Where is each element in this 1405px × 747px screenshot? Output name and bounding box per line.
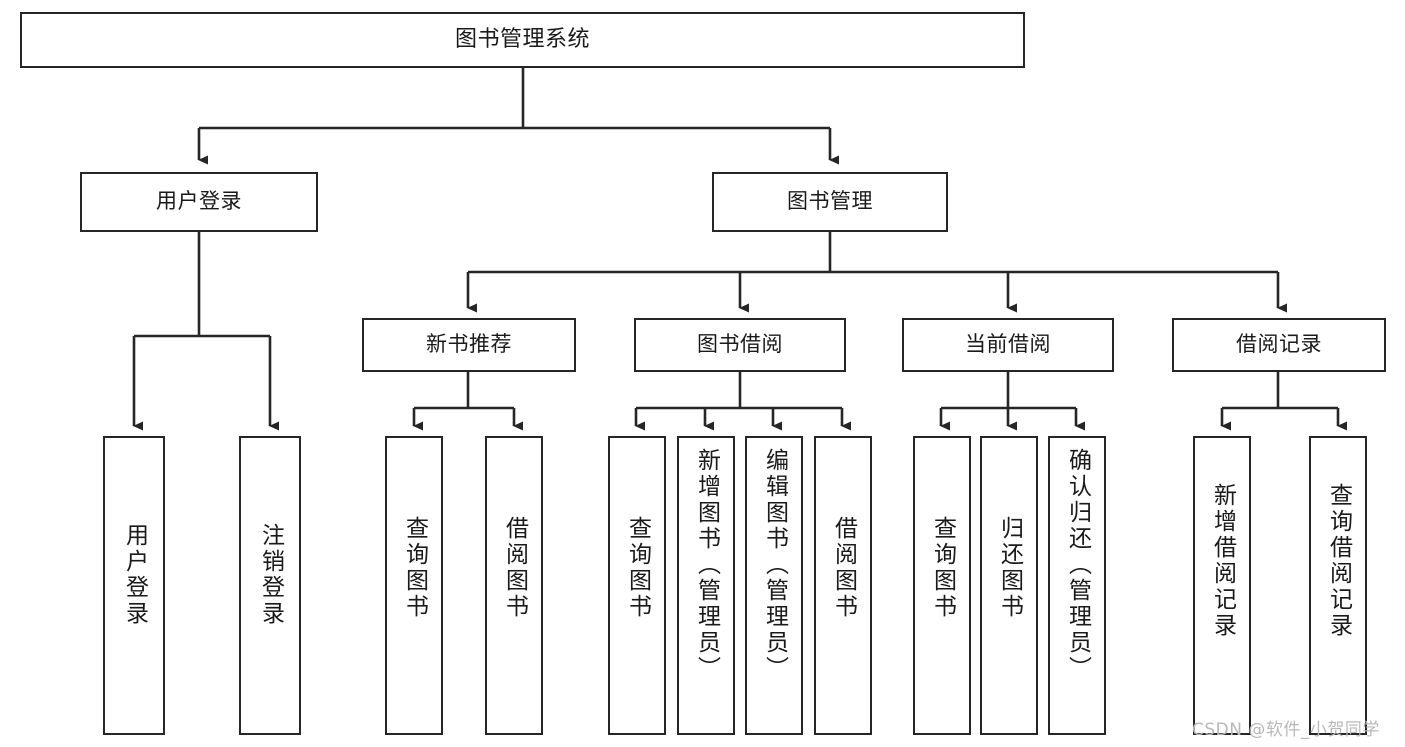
node-label: 查询图书: [929, 516, 956, 620]
node-book-borrow[interactable]: 图书借阅: [634, 318, 846, 372]
leaf-query-book-2[interactable]: 查询图书: [608, 436, 666, 735]
node-label: 新书推荐: [426, 332, 512, 357]
node-label: 图书借阅: [697, 332, 783, 357]
node-label: 归还图书: [996, 516, 1023, 620]
leaf-add-borrow-record[interactable]: 新增借阅记录: [1193, 436, 1251, 735]
node-user-login[interactable]: 用户登录: [80, 172, 318, 232]
leaf-query-borrow-record[interactable]: 查询借阅记录: [1309, 436, 1367, 735]
node-current-borrow[interactable]: 当前借阅: [902, 318, 1114, 372]
leaf-query-book-3[interactable]: 查询图书: [913, 436, 971, 735]
node-label: 编辑图书（管理员）: [761, 448, 788, 682]
node-label: 查询借阅记录: [1325, 483, 1352, 639]
node-book-management[interactable]: 图书管理: [712, 172, 948, 232]
node-label: 确认归还（管理员）: [1064, 448, 1091, 682]
leaf-user-logout[interactable]: 注销登录: [239, 436, 301, 735]
leaf-edit-book-admin[interactable]: 编辑图书（管理员）: [745, 436, 803, 735]
node-label: 借阅图书: [501, 516, 528, 620]
node-label: 查询图书: [624, 516, 651, 620]
leaf-query-book-1[interactable]: 查询图书: [385, 436, 443, 735]
node-label: 借阅图书: [830, 516, 857, 620]
node-new-book-recommend[interactable]: 新书推荐: [362, 318, 576, 372]
leaf-borrow-book-2[interactable]: 借阅图书: [814, 436, 872, 735]
node-label: 图书管理: [787, 189, 873, 214]
leaf-confirm-return-admin[interactable]: 确认归还（管理员）: [1048, 436, 1106, 735]
node-label: 当前借阅: [965, 332, 1051, 357]
leaf-user-login[interactable]: 用户登录: [103, 436, 165, 735]
node-root-system[interactable]: 图书管理系统: [20, 12, 1025, 68]
node-label: 借阅记录: [1236, 332, 1322, 357]
node-label: 新增图书（管理员）: [693, 448, 720, 682]
node-label: 注销登录: [257, 523, 284, 627]
leaf-add-book-admin[interactable]: 新增图书（管理员）: [677, 436, 735, 735]
csdn-watermark: CSDN @软件_小贺同学: [1192, 720, 1380, 740]
node-label: 图书管理系统: [454, 26, 590, 52]
node-label: 新增借阅记录: [1209, 483, 1236, 639]
leaf-borrow-book-1[interactable]: 借阅图书: [485, 436, 543, 735]
node-label: 用户登录: [156, 189, 242, 214]
leaf-return-book[interactable]: 归还图书: [980, 436, 1038, 735]
node-label: 查询图书: [401, 516, 428, 620]
node-label: 用户登录: [121, 523, 148, 627]
node-borrow-record[interactable]: 借阅记录: [1172, 318, 1386, 372]
